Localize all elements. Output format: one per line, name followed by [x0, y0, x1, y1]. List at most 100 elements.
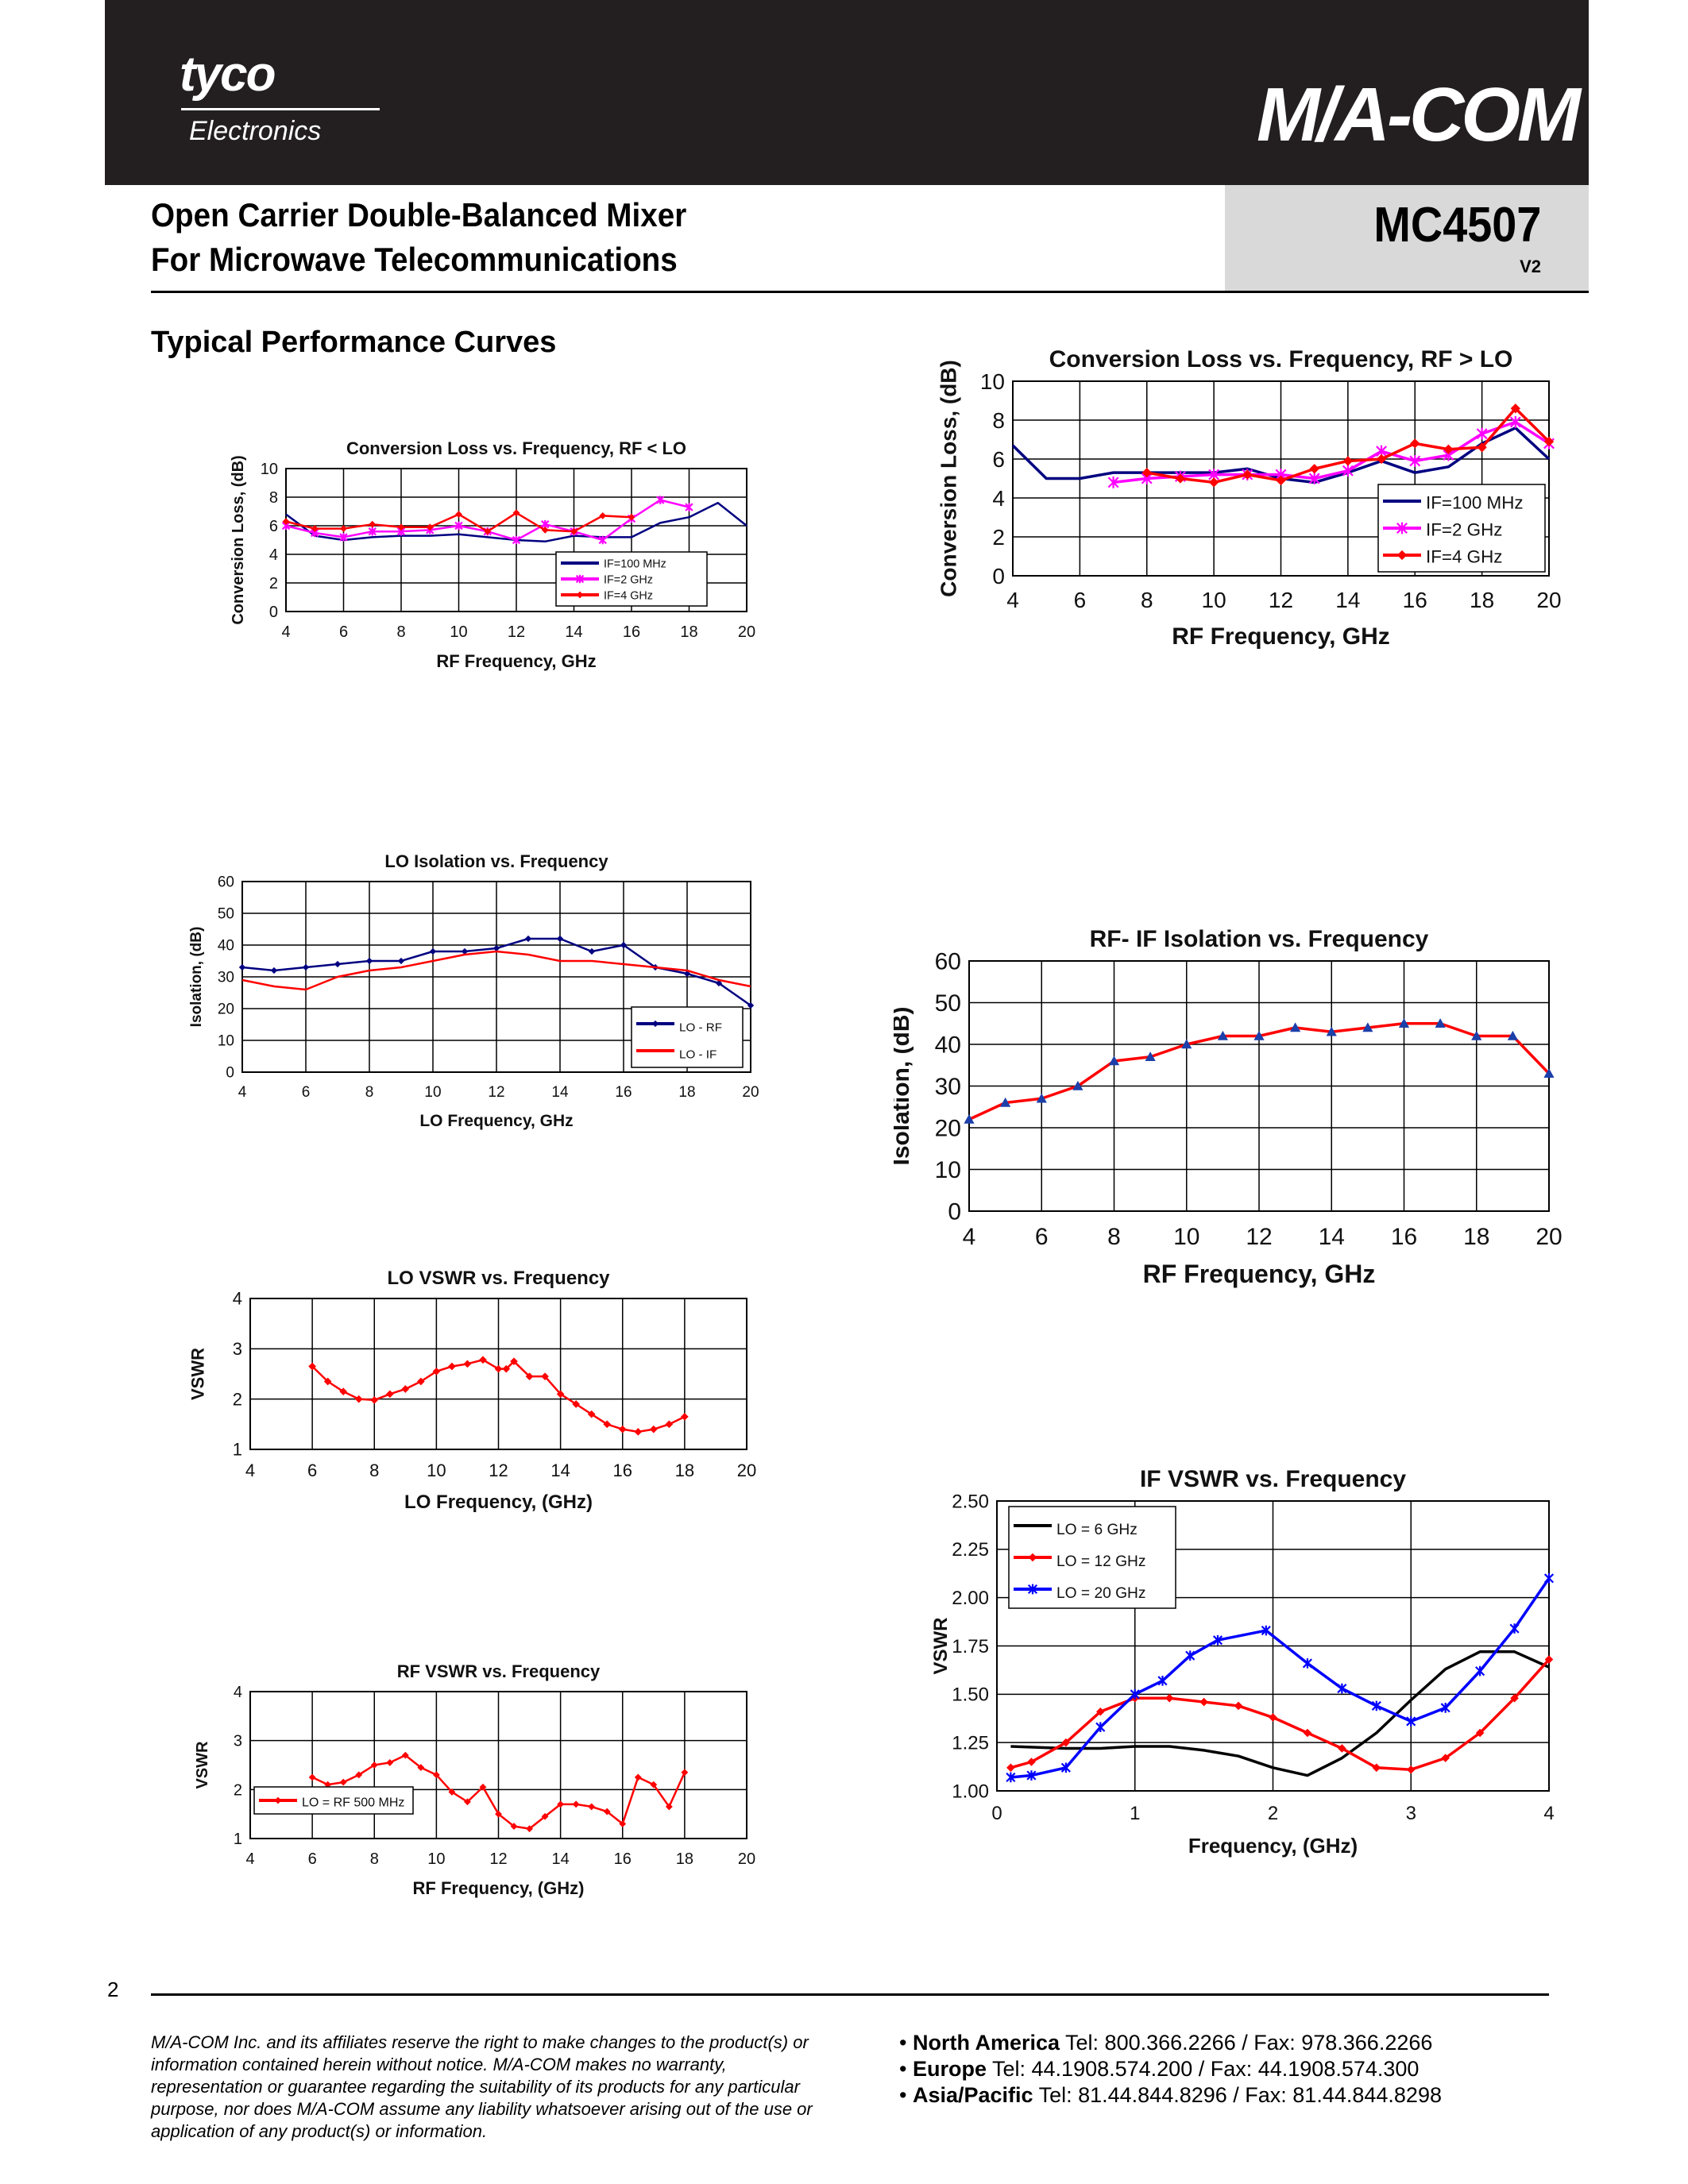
chart-title: IF VSWR vs. Frequency — [1140, 1466, 1406, 1492]
y-tick-label: 60 — [218, 874, 234, 891]
y-tick-label: 4 — [233, 1289, 242, 1309]
contact-row-europe: • Europe Tel: 44.1908.574.200 / Fax: 44.… — [899, 2056, 1442, 2082]
data-point — [1107, 477, 1119, 488]
x-tick-label: 6 — [339, 623, 348, 641]
series-0 — [238, 935, 755, 1009]
y-tick-label: 2 — [992, 525, 1005, 550]
data-point — [1507, 1030, 1518, 1040]
data-point — [1543, 1068, 1555, 1078]
x-tick-label: 8 — [369, 1461, 379, 1480]
data-point — [587, 1410, 596, 1418]
data-point — [1309, 464, 1319, 474]
x-tick-label: 12 — [488, 1084, 504, 1101]
data-point — [570, 527, 577, 535]
x-tick-label: 14 — [565, 623, 582, 641]
y-tick-label: 1.25 — [952, 1733, 989, 1754]
x-tick-label: 18 — [675, 1461, 694, 1480]
tyco-electronics-logo: tyco Electronics — [143, 46, 380, 157]
legend-marker — [1396, 550, 1408, 561]
data-point — [464, 1798, 471, 1806]
plot-area-border — [241, 881, 751, 1073]
data-point — [502, 1364, 511, 1373]
x-tick-label: 6 — [308, 1850, 317, 1868]
y-tick-label: 40 — [218, 938, 234, 955]
data-point — [1443, 444, 1454, 454]
contact-row-asia-pacific: • Asia/Pacific Tel: 81.44.844.8296 / Fax… — [899, 2082, 1442, 2109]
legend-label: LO = 6 GHz — [1056, 1522, 1138, 1538]
x-tick-label: 12 — [1246, 1224, 1272, 1250]
data-point — [1372, 1763, 1381, 1773]
y-tick-label: 6 — [269, 518, 278, 535]
y-axis-label: VSWR — [930, 1618, 952, 1675]
y-tick-label: 1 — [233, 1440, 242, 1460]
y-tick-label: 0 — [269, 604, 278, 621]
data-point — [685, 503, 693, 511]
data-point — [1342, 456, 1354, 466]
y-tick-label: 3 — [233, 1339, 242, 1359]
x-tick-label: 10 — [1202, 588, 1226, 612]
x-tick-label: 18 — [680, 623, 697, 641]
chart-grid — [249, 1298, 747, 1450]
data-point — [556, 935, 564, 943]
y-tick-label: 10 — [218, 1033, 234, 1050]
data-point — [454, 521, 463, 531]
y-tick-label: 6 — [992, 447, 1005, 472]
x-tick-label: 16 — [1403, 588, 1427, 612]
data-point — [334, 960, 342, 968]
y-tick-label: 1.75 — [952, 1636, 989, 1657]
data-point — [525, 1372, 534, 1381]
data-point — [238, 963, 246, 971]
data-point — [365, 957, 373, 965]
y-tick-label: 4 — [992, 486, 1005, 511]
data-point — [1181, 1039, 1192, 1049]
data-point — [429, 947, 437, 955]
data-point — [628, 513, 635, 521]
data-point — [1510, 1693, 1519, 1703]
x-axis-label: LO Frequency, (GHz) — [404, 1491, 593, 1513]
series-1 — [1006, 1655, 1554, 1774]
legend-label: IF=100 MHz — [604, 558, 666, 571]
data-point — [510, 1357, 518, 1366]
y-tick-label: 60 — [935, 949, 961, 975]
x-tick-label: 16 — [614, 1850, 632, 1868]
data-point — [1212, 1634, 1223, 1646]
legend-label: LO - IF — [679, 1048, 717, 1062]
x-tick-label: 16 — [1391, 1224, 1417, 1250]
data-point — [588, 1803, 596, 1811]
y-tick-label: 2 — [269, 575, 278, 592]
data-point — [619, 1820, 627, 1827]
data-point — [1342, 465, 1354, 477]
data-point — [1435, 1018, 1446, 1028]
data-point — [417, 1377, 425, 1386]
x-tick-label: 4 — [1543, 1803, 1554, 1824]
contact-bullet: • — [899, 2083, 907, 2107]
data-point — [461, 947, 469, 955]
contact-region: North America — [912, 2031, 1060, 2055]
data-point — [1060, 1762, 1071, 1773]
data-point — [401, 1385, 410, 1393]
y-tick-label: 2 — [233, 1389, 242, 1409]
data-point — [308, 1773, 316, 1781]
x-tick-label: 4 — [281, 623, 290, 641]
legend-label: IF=2 GHz — [1426, 520, 1502, 540]
data-point — [1471, 1030, 1482, 1040]
data-point — [1141, 467, 1152, 478]
data-point — [1510, 403, 1520, 414]
y-tick-label: 2.00 — [952, 1588, 989, 1609]
data-point — [308, 1362, 316, 1371]
series-0 — [308, 1356, 689, 1436]
x-tick-label: 12 — [489, 1850, 507, 1868]
plot-area-border — [249, 1298, 747, 1450]
data-point — [1199, 1697, 1208, 1707]
contact-phone: Tel: 44.1908.574.200 / Fax: 44.1908.574.… — [992, 2057, 1420, 2081]
x-tick-label: 6 — [307, 1461, 317, 1480]
y-axis-label: Conversion Loss, (dB) — [936, 360, 960, 597]
data-point — [323, 1377, 332, 1386]
data-point — [369, 520, 377, 528]
y-tick-label: 10 — [261, 461, 278, 478]
title-rule — [151, 291, 1589, 293]
